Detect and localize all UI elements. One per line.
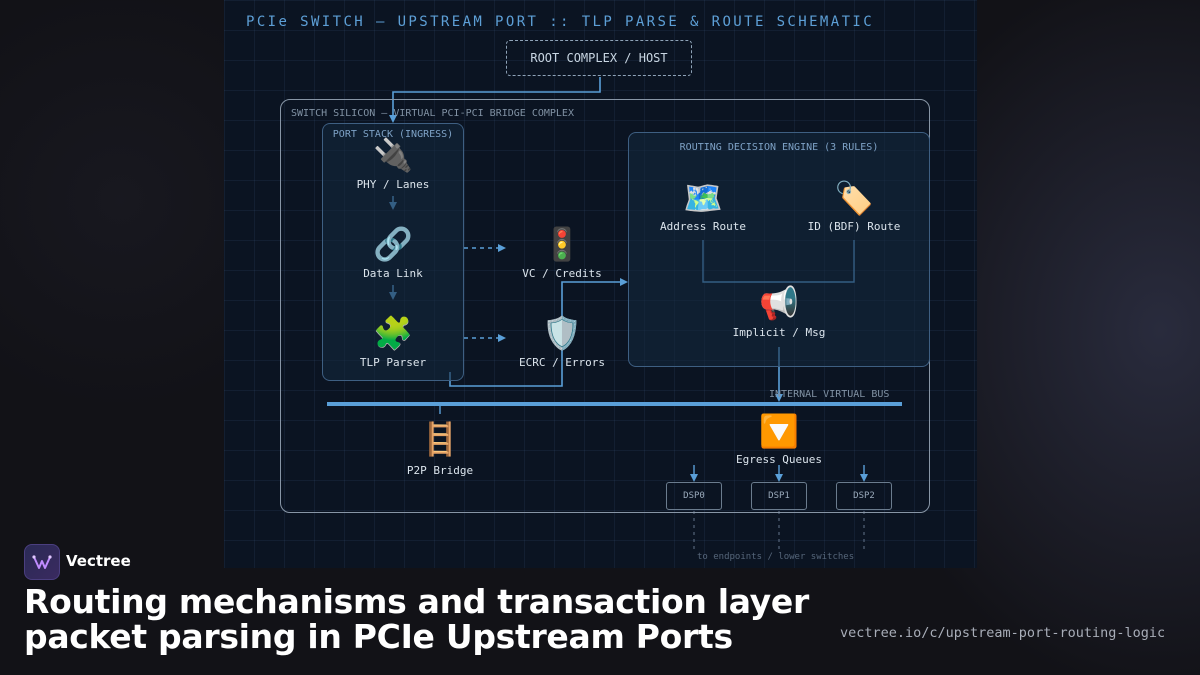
ladder-icon: 🪜 [420, 420, 460, 458]
dsp1-label: DSP1 [768, 491, 790, 501]
down-arrow-icon: 🔽 [759, 412, 799, 450]
diagram-panel: PCIe SWITCH — UPSTREAM PORT :: TLP PARSE… [224, 0, 977, 568]
data-link-label: Data Link [363, 267, 423, 280]
host-to-phy-connector [389, 77, 601, 123]
routing-engine-box [628, 132, 930, 367]
vectree-logo-glyph [32, 555, 52, 569]
root-complex-label: ROOT COMPLEX / HOST [530, 51, 668, 65]
parser-to-engine-connector [449, 278, 628, 387]
id-route-label: ID (BDF) Route [807, 220, 901, 233]
map-icon: 🗺️ [683, 179, 723, 217]
plug-icon: 🔌 [373, 136, 413, 174]
routing-engine-label: ROUTING DECISION ENGINE (3 RULES) [679, 142, 879, 153]
ecrc-errors-label: ECRC / Errors [518, 356, 606, 369]
internal-bus-label: INTERNAL VIRTUAL BUS [769, 389, 890, 400]
megaphone-icon: 📢 [759, 284, 799, 322]
internal-virtual-bus [327, 402, 902, 406]
downstream-note: to endpoints / lower switches [697, 552, 855, 562]
implicit-msg-label: Implicit / Msg [732, 326, 826, 339]
dsp0-port: DSP0 [666, 482, 722, 510]
shield-icon: 🛡️ [542, 314, 582, 352]
tag-icon: 🏷️ [834, 179, 874, 217]
egress-queues-label: Egress Queues [735, 453, 823, 466]
dsp2-label: DSP2 [853, 491, 875, 501]
diagram-title: PCIe SWITCH — UPSTREAM PORT :: TLP PARSE… [246, 14, 875, 30]
source-url[interactable]: vectree.io/c/upstream-port-routing-logic [840, 625, 1166, 641]
port-stack-box [322, 123, 464, 381]
p2p-bridge-label: P2P Bridge [406, 464, 474, 477]
switch-silicon-label: SWITCH SILICON — VIRTUAL PCI-PCI BRIDGE … [291, 108, 574, 119]
puzzle-icon: 🧩 [373, 314, 413, 352]
headline: Routing mechanisms and transaction layer… [24, 582, 809, 656]
dsp1-port: DSP1 [751, 482, 807, 510]
vectree-logo-icon [24, 544, 60, 580]
port-stack-label: PORT STACK (INGRESS) [332, 129, 454, 140]
root-complex-box: ROOT COMPLEX / HOST [506, 40, 692, 76]
phy-lanes-label: PHY / Lanes [356, 178, 430, 191]
traffic-light-icon: 🚦 [542, 225, 582, 263]
dsp0-label: DSP0 [683, 491, 705, 501]
tlp-parser-label: TLP Parser [359, 356, 427, 369]
brand-name: Vectree [66, 552, 131, 570]
vc-credits-label: VC / Credits [522, 267, 602, 280]
address-route-label: Address Route [659, 220, 747, 233]
dsp2-port: DSP2 [836, 482, 892, 510]
link-icon: 🔗 [373, 225, 413, 263]
